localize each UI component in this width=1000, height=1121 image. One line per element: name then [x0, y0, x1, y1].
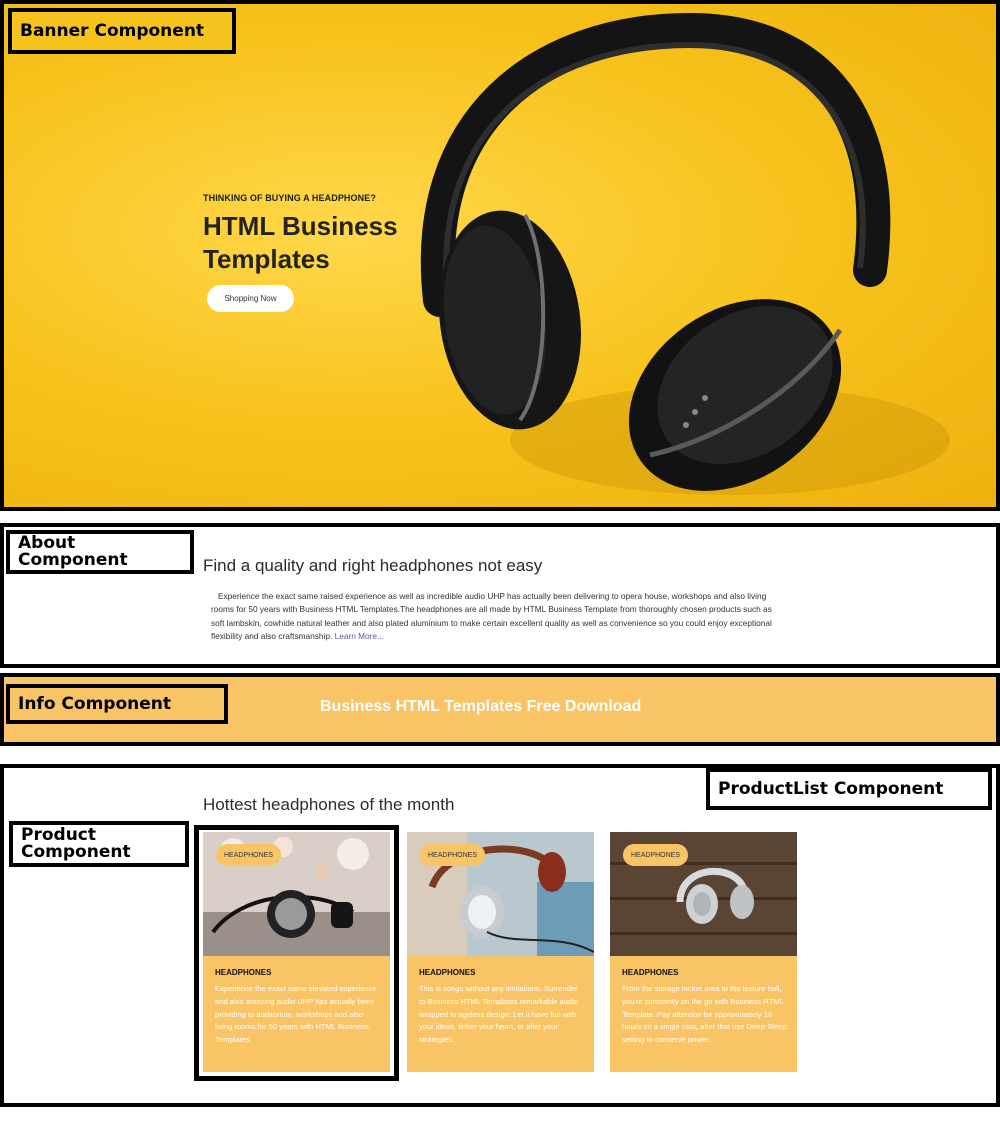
- product-card[interactable]: HEADPHONES HEADPHONES From the storage l…: [610, 832, 797, 1072]
- about-component-label: About Component: [6, 530, 194, 574]
- product-tag: HEADPHONES: [216, 844, 282, 866]
- info-banner-text: Business HTML Templates Free Download: [320, 698, 642, 715]
- product-description: Experience the exact same elevated exper…: [215, 984, 377, 1045]
- about-title: Find a quality and right headphones not …: [203, 556, 543, 575]
- about-paragraph: Experience the exact same raised experie…: [211, 591, 772, 642]
- product-tag: HEADPHONES: [420, 844, 486, 866]
- product-component-outline: [194, 825, 399, 1081]
- banner-component-label: Banner Component: [8, 8, 236, 54]
- product-name: HEADPHONES: [419, 968, 476, 977]
- product-card[interactable]: HEADPHONES HEADPHONES This is songs with…: [407, 832, 594, 1072]
- productlist-component-label: ProductList Component: [706, 768, 992, 810]
- headphones-photo-image: [203, 832, 390, 956]
- about-text: Experience the exact same raised experie…: [211, 590, 783, 644]
- product-name: HEADPHONES: [622, 968, 679, 977]
- product-component-label: Product Component: [9, 821, 189, 867]
- product-description: From the storage locker area to the lect…: [622, 984, 787, 1045]
- product-tag: HEADPHONES: [623, 844, 689, 866]
- info-component-label: Info Component: [6, 684, 228, 724]
- product-card[interactable]: HEADPHONES HEADPHONES Experience the exa…: [203, 832, 390, 1072]
- shopping-now-button[interactable]: Shopping Now: [207, 285, 294, 312]
- product-list-title: Hottest headphones of the month: [203, 795, 455, 814]
- product-description: This is songs without any limitations. S…: [419, 984, 579, 1045]
- learn-more-link[interactable]: Learn More...: [334, 631, 384, 642]
- banner-kicker: THINKING OF BUYING A HEADPHONE?: [203, 193, 376, 203]
- headphones-photo-image: [610, 832, 797, 956]
- headphones-image: [420, 12, 950, 495]
- product-name: HEADPHONES: [215, 968, 272, 977]
- banner-title: HTML Business Templates: [203, 211, 398, 274]
